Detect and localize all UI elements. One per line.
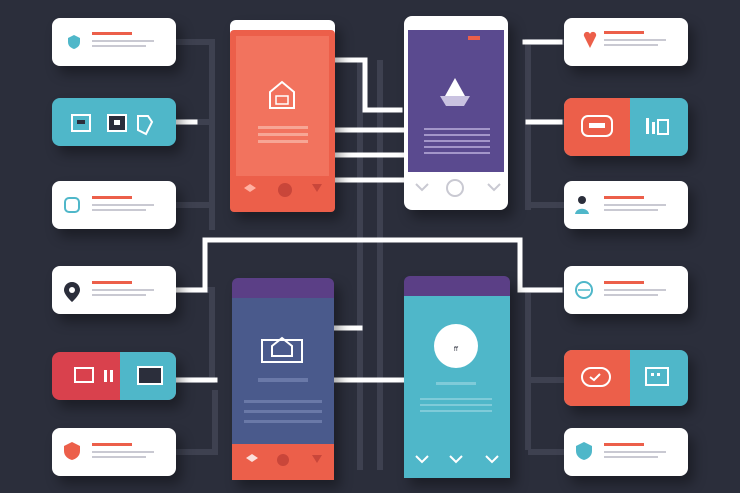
nav-icon (246, 454, 258, 462)
left-card-3[interactable] (52, 181, 176, 229)
coral-phone[interactable] (230, 20, 335, 212)
nav-icon (312, 184, 322, 192)
user-icon (575, 196, 589, 214)
svg-text:ff: ff (454, 346, 459, 353)
left-card-2[interactable] (52, 98, 176, 146)
location-pin-icon (64, 282, 80, 302)
chat-bubble-icon (581, 367, 611, 387)
nav-icon (449, 455, 463, 464)
right-card-2[interactable] (564, 98, 688, 156)
nav-icon (312, 455, 322, 463)
nav-icon (415, 183, 429, 192)
square-icon (137, 366, 163, 385)
right-card-1[interactable] (564, 18, 688, 66)
shield-icon (64, 442, 80, 460)
square-icon (71, 114, 91, 132)
home-button[interactable] (446, 179, 464, 197)
shield-icon (576, 442, 592, 460)
nav-icon (278, 183, 292, 197)
chat-bubble-icon (581, 115, 613, 137)
chart-icon (104, 370, 113, 382)
right-card-6[interactable] (564, 428, 688, 476)
left-card-5[interactable] (52, 352, 176, 400)
right-card-5[interactable] (564, 350, 688, 406)
left-card-6[interactable] (52, 428, 176, 476)
logo-circle-icon: ff (434, 324, 478, 368)
navy-phone[interactable] (232, 278, 334, 480)
right-card-3[interactable] (564, 181, 688, 229)
square-icon (107, 114, 127, 132)
robot-icon (261, 336, 303, 363)
nav-icon (415, 455, 429, 464)
right-card-4[interactable] (564, 266, 688, 314)
left-card-4[interactable] (52, 266, 176, 314)
nav-icon (244, 184, 256, 192)
shield-icon (68, 35, 80, 49)
globe-icon (575, 281, 593, 299)
shield-icon (64, 197, 80, 213)
ship-icon (440, 78, 470, 106)
purple-phone[interactable] (404, 16, 508, 210)
window-icon (645, 367, 669, 386)
shield-icon (137, 115, 154, 136)
teal-phone[interactable]: ff (404, 276, 510, 478)
nav-icon (277, 454, 289, 466)
left-card-1[interactable] (52, 18, 176, 66)
chart-icon (646, 118, 669, 135)
flag-icon (74, 367, 94, 383)
heart-icon (583, 31, 597, 48)
house-icon (269, 80, 295, 109)
nav-icon (487, 183, 501, 192)
nav-icon (485, 455, 499, 464)
